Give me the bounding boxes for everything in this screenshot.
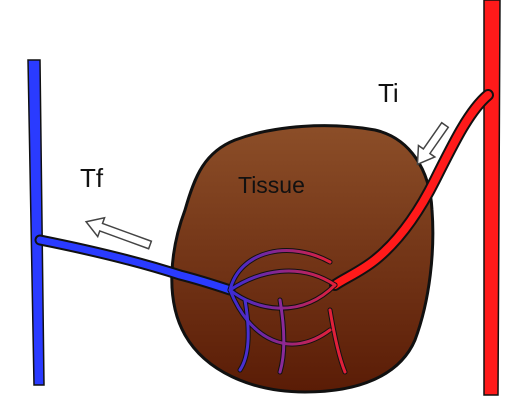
artery-main <box>484 0 500 395</box>
inflow-temperature-label: Ti <box>378 78 399 108</box>
tissue-label: Tissue <box>238 172 305 198</box>
vein-main <box>28 60 44 385</box>
outflow-temperature-label: Tf <box>80 163 104 193</box>
tissue-mass <box>172 126 433 392</box>
